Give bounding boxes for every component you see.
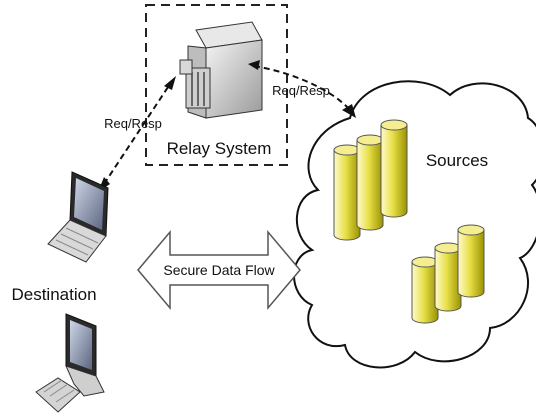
secure-data-flow-label: Secure Data Flow	[163, 262, 275, 278]
database-cylinder-icon	[380, 119, 408, 218]
req-resp-label-right: Req/Resp	[272, 83, 330, 98]
server-icon	[179, 21, 263, 119]
database-cylinder-icon	[356, 134, 384, 231]
database-cylinder-icon	[434, 242, 462, 312]
database-cylinder-icon	[333, 144, 361, 241]
desktop-computer-icon	[35, 313, 105, 413]
req-resp-arrow-right	[248, 60, 356, 118]
sources-cloud	[293, 80, 536, 369]
req-resp-label-left: Req/Resp	[104, 116, 162, 131]
database-cylinder-icon	[411, 256, 439, 324]
laptop-icon	[47, 171, 109, 263]
database-cylinder-icon	[457, 224, 485, 298]
relay-system-label: Relay System	[167, 139, 272, 158]
req-resp-arrow-left	[98, 76, 176, 192]
sources-label: Sources	[426, 151, 488, 170]
destination-label: Destination	[11, 285, 96, 304]
secure-data-flow-arrow	[137, 229, 301, 311]
